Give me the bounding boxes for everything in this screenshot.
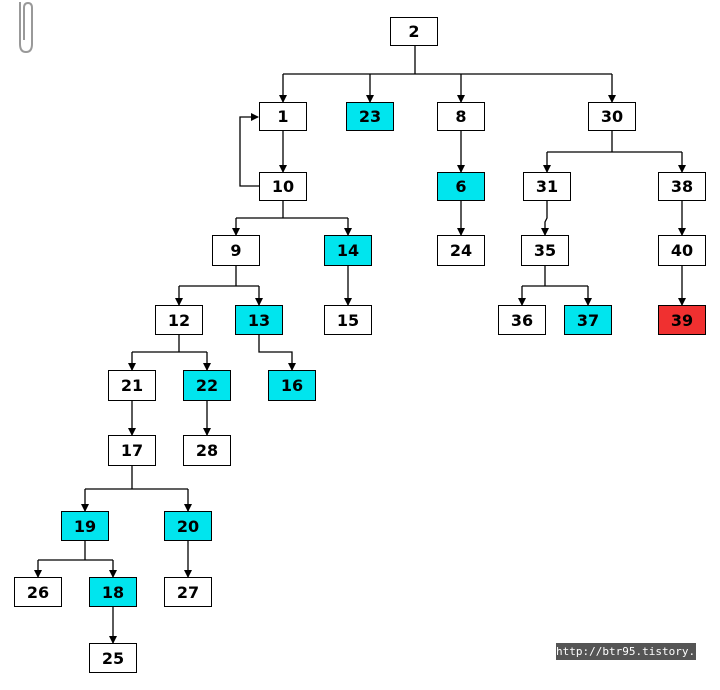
edge-35-children-bus: [522, 266, 588, 287]
node-27: 27: [164, 577, 212, 607]
node-40: 40: [658, 235, 706, 266]
node-2: 2: [390, 17, 438, 46]
node-8: 8: [437, 102, 485, 131]
node-22: 22: [183, 370, 231, 401]
node-10: 10: [259, 172, 307, 201]
edge-30-children-bus: [547, 131, 682, 153]
node-18: 18: [89, 577, 137, 607]
node-28: 28: [183, 435, 231, 466]
node-14: 14: [324, 235, 372, 266]
node-23: 23: [346, 102, 394, 131]
edge-10-children-bus: [236, 201, 348, 219]
node-31: 31: [523, 172, 571, 201]
node-6: 6: [437, 172, 485, 201]
node-36: 36: [498, 305, 546, 335]
edge-19-children-bus: [38, 541, 113, 561]
node-39: 39: [658, 305, 706, 335]
edge-12-children-bus: [132, 335, 207, 353]
edge-10-1-back: [239, 113, 259, 187]
edge-9-children-bus: [179, 266, 259, 287]
node-12: 12: [155, 305, 203, 335]
watermark: http://btr95.tistory.com: [556, 643, 715, 660]
node-9: 9: [212, 235, 260, 266]
node-37: 37: [564, 305, 612, 335]
node-38: 38: [658, 172, 706, 201]
node-26: 26: [14, 577, 62, 607]
node-15: 15: [324, 305, 372, 335]
node-21: 21: [108, 370, 156, 401]
node-1: 1: [259, 102, 307, 131]
node-13: 13: [235, 305, 283, 335]
node-19: 19: [61, 511, 109, 541]
edge-2-children-bus: [283, 46, 612, 75]
node-25: 25: [89, 643, 137, 673]
edge-31-35: [541, 201, 549, 236]
node-35: 35: [521, 235, 569, 266]
node-20: 20: [164, 511, 212, 541]
node-30: 30: [588, 102, 636, 131]
node-16: 16: [268, 370, 316, 401]
paperclip-icon: [19, 1, 33, 54]
edge-17-children-bus: [85, 466, 188, 490]
node-24: 24: [437, 235, 485, 266]
node-17: 17: [108, 435, 156, 466]
edge-13-16: [258, 335, 296, 371]
